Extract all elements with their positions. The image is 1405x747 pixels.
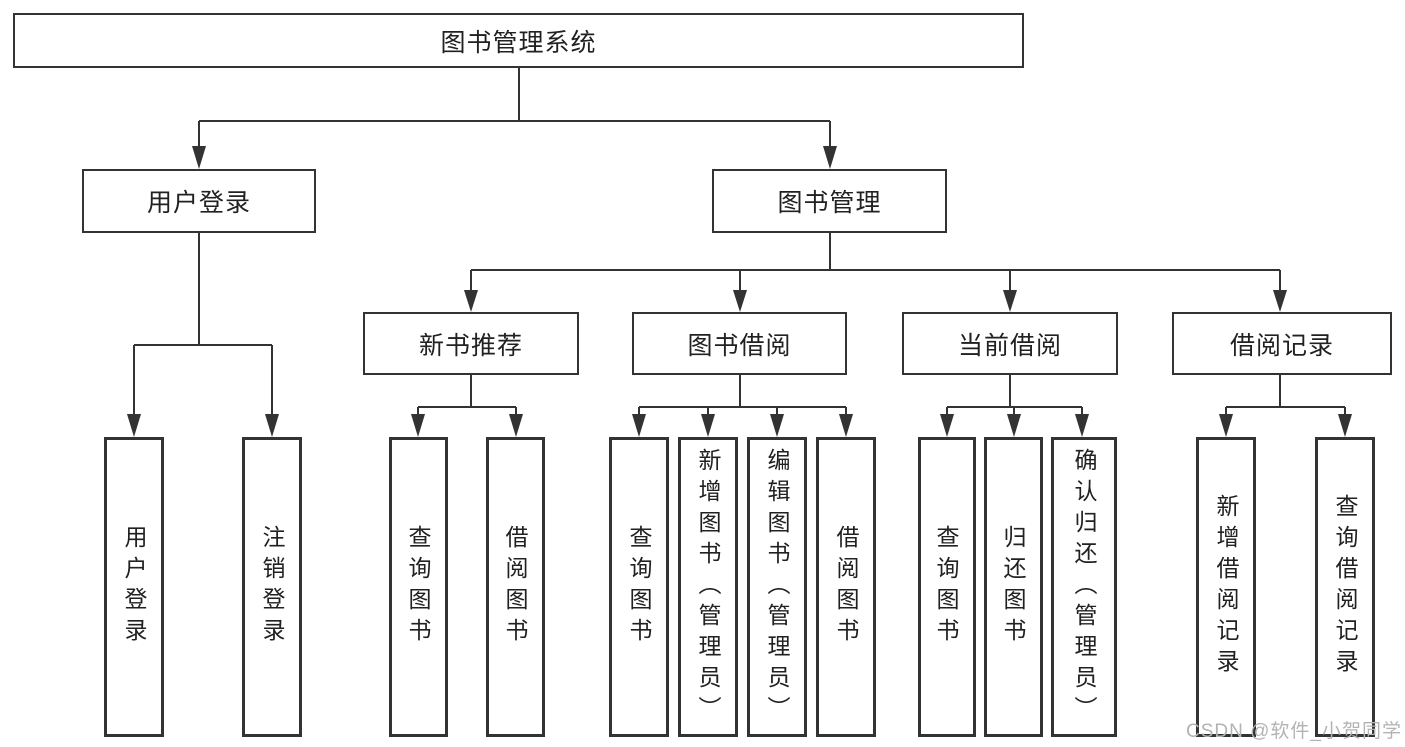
- leaf-query-book-current: 查询图书: [918, 437, 976, 737]
- leaf-logout: 注销登录: [242, 437, 302, 737]
- node-borrow-record: 借阅记录: [1172, 312, 1392, 375]
- leaf-borrow-book: 借阅图书: [816, 437, 876, 737]
- leaf-borrow-book-recommend: 借阅图书: [486, 437, 545, 737]
- leaf-edit-book-admin: 编辑图书（管理员）: [747, 437, 807, 737]
- node-user-login: 用户登录: [82, 169, 316, 233]
- leaf-add-book-admin: 新增图书（管理员）: [678, 437, 738, 737]
- watermark: CSDN @软件_小贺同学: [1186, 721, 1402, 742]
- leaf-add-borrow-record: 新增借阅记录: [1196, 437, 1256, 737]
- leaf-return-book: 归还图书: [984, 437, 1043, 737]
- node-current-borrow: 当前借阅: [902, 312, 1118, 375]
- node-book-borrow: 图书借阅: [632, 312, 847, 375]
- node-root-system: 图书管理系统: [13, 13, 1024, 68]
- leaf-user-login: 用户登录: [104, 437, 164, 737]
- node-new-book-recommend: 新书推荐: [363, 312, 579, 375]
- leaf-query-book-borrow: 查询图书: [609, 437, 669, 737]
- leaf-query-borrow-record: 查询借阅记录: [1315, 437, 1375, 737]
- node-book-management: 图书管理: [712, 169, 947, 233]
- leaf-confirm-return-admin: 确认归还（管理员）: [1051, 437, 1117, 737]
- leaf-query-book-recommend: 查询图书: [389, 437, 448, 737]
